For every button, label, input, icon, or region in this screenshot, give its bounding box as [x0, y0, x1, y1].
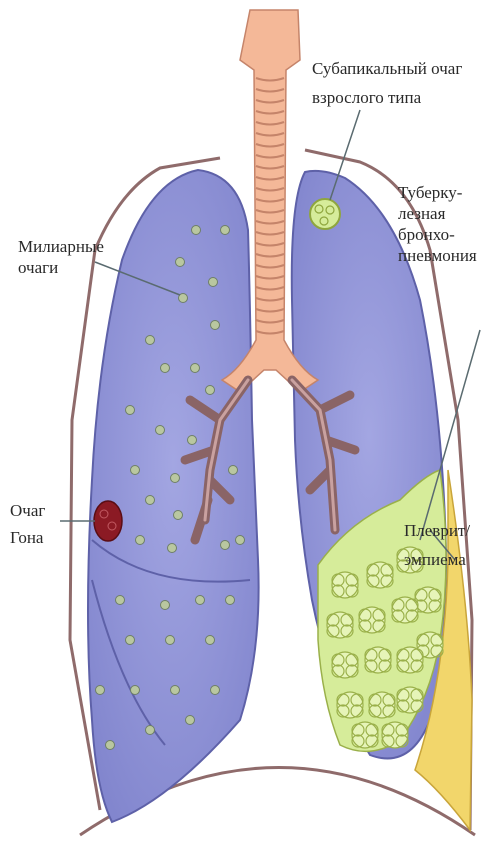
label-miliary: Милиарные очаги [18, 236, 104, 278]
miliary-nodule [206, 386, 215, 395]
bronchopneumonia-cluster [332, 572, 358, 598]
label-miliary-line2: очаги [18, 257, 104, 278]
bronchopneumonia-cluster [337, 692, 363, 718]
miliary-nodule [188, 436, 197, 445]
label-subapical: Субапикальный очаг взрослого типа [312, 58, 462, 108]
right-lung [88, 170, 259, 822]
label-ghon: Очаг Гона [10, 500, 45, 548]
label-pleurisy: Плеврит/ эмпиема [404, 520, 470, 570]
bronchopneumonia-cluster [365, 647, 391, 673]
bronchopneumonia-cluster [327, 612, 353, 638]
miliary-nodule [196, 596, 205, 605]
bronchopneumonia-cluster [415, 587, 441, 613]
label-subapical-line2: взрослого типа [312, 87, 462, 108]
miliary-nodule [156, 426, 165, 435]
miliary-nodule [126, 406, 135, 415]
miliary-nodule [166, 636, 175, 645]
bronchopneumonia-cluster [332, 652, 358, 678]
label-tb-line4: пневмония [398, 245, 477, 266]
miliary-nodule [146, 726, 155, 735]
miliary-nodule [168, 544, 177, 553]
miliary-nodule [191, 364, 200, 373]
miliary-nodule [186, 716, 195, 725]
miliary-nodule [171, 474, 180, 483]
bronchopneumonia-cluster [392, 597, 418, 623]
miliary-nodule [211, 686, 220, 695]
bronchopneumonia-cluster [352, 722, 378, 748]
label-pleurisy-line2: эмпиема [404, 549, 470, 570]
miliary-nodule [221, 226, 230, 235]
miliary-nodule [131, 686, 140, 695]
label-tb-line1: Туберку- [398, 182, 477, 203]
ghon-focus [94, 501, 122, 541]
label-miliary-line1: Милиарные [18, 236, 104, 257]
miliary-nodule [146, 496, 155, 505]
subapical-focus [310, 199, 340, 229]
miliary-nodule [174, 511, 183, 520]
label-tuberculous-bronchopneumonia: Туберку- лезная бронхо- пневмония [398, 182, 477, 266]
miliary-nodule [209, 278, 218, 287]
miliary-nodule [221, 541, 230, 550]
bronchopneumonia-cluster [367, 562, 393, 588]
miliary-nodule [192, 226, 201, 235]
miliary-nodule [116, 596, 125, 605]
miliary-nodule [106, 741, 115, 750]
miliary-nodule [131, 466, 140, 475]
bronchopneumonia-cluster [397, 687, 423, 713]
bronchopneumonia-cluster [382, 722, 408, 748]
label-tb-line2: лезная [398, 203, 477, 224]
miliary-nodule [176, 258, 185, 267]
miliary-nodule [136, 536, 145, 545]
miliary-nodule [171, 686, 180, 695]
miliary-nodule [229, 466, 238, 475]
miliary-nodule [211, 321, 220, 330]
bronchopneumonia-cluster [369, 692, 395, 718]
miliary-nodule [161, 364, 170, 373]
miliary-nodule [126, 636, 135, 645]
label-subapical-line1: Субапикальный очаг [312, 58, 462, 79]
bronchopneumonia-cluster [397, 647, 423, 673]
miliary-nodule [96, 686, 105, 695]
miliary-nodule [146, 336, 155, 345]
miliary-nodule [226, 596, 235, 605]
miliary-nodule [161, 601, 170, 610]
bronchopneumonia-cluster [359, 607, 385, 633]
label-tb-line3: бронхо- [398, 224, 477, 245]
label-pleurisy-line1: Плеврит/ [404, 520, 470, 541]
miliary-nodule [206, 636, 215, 645]
label-ghon-line1: Очаг [10, 500, 45, 521]
label-ghon-line2: Гона [10, 527, 45, 548]
miliary-nodule [236, 536, 245, 545]
